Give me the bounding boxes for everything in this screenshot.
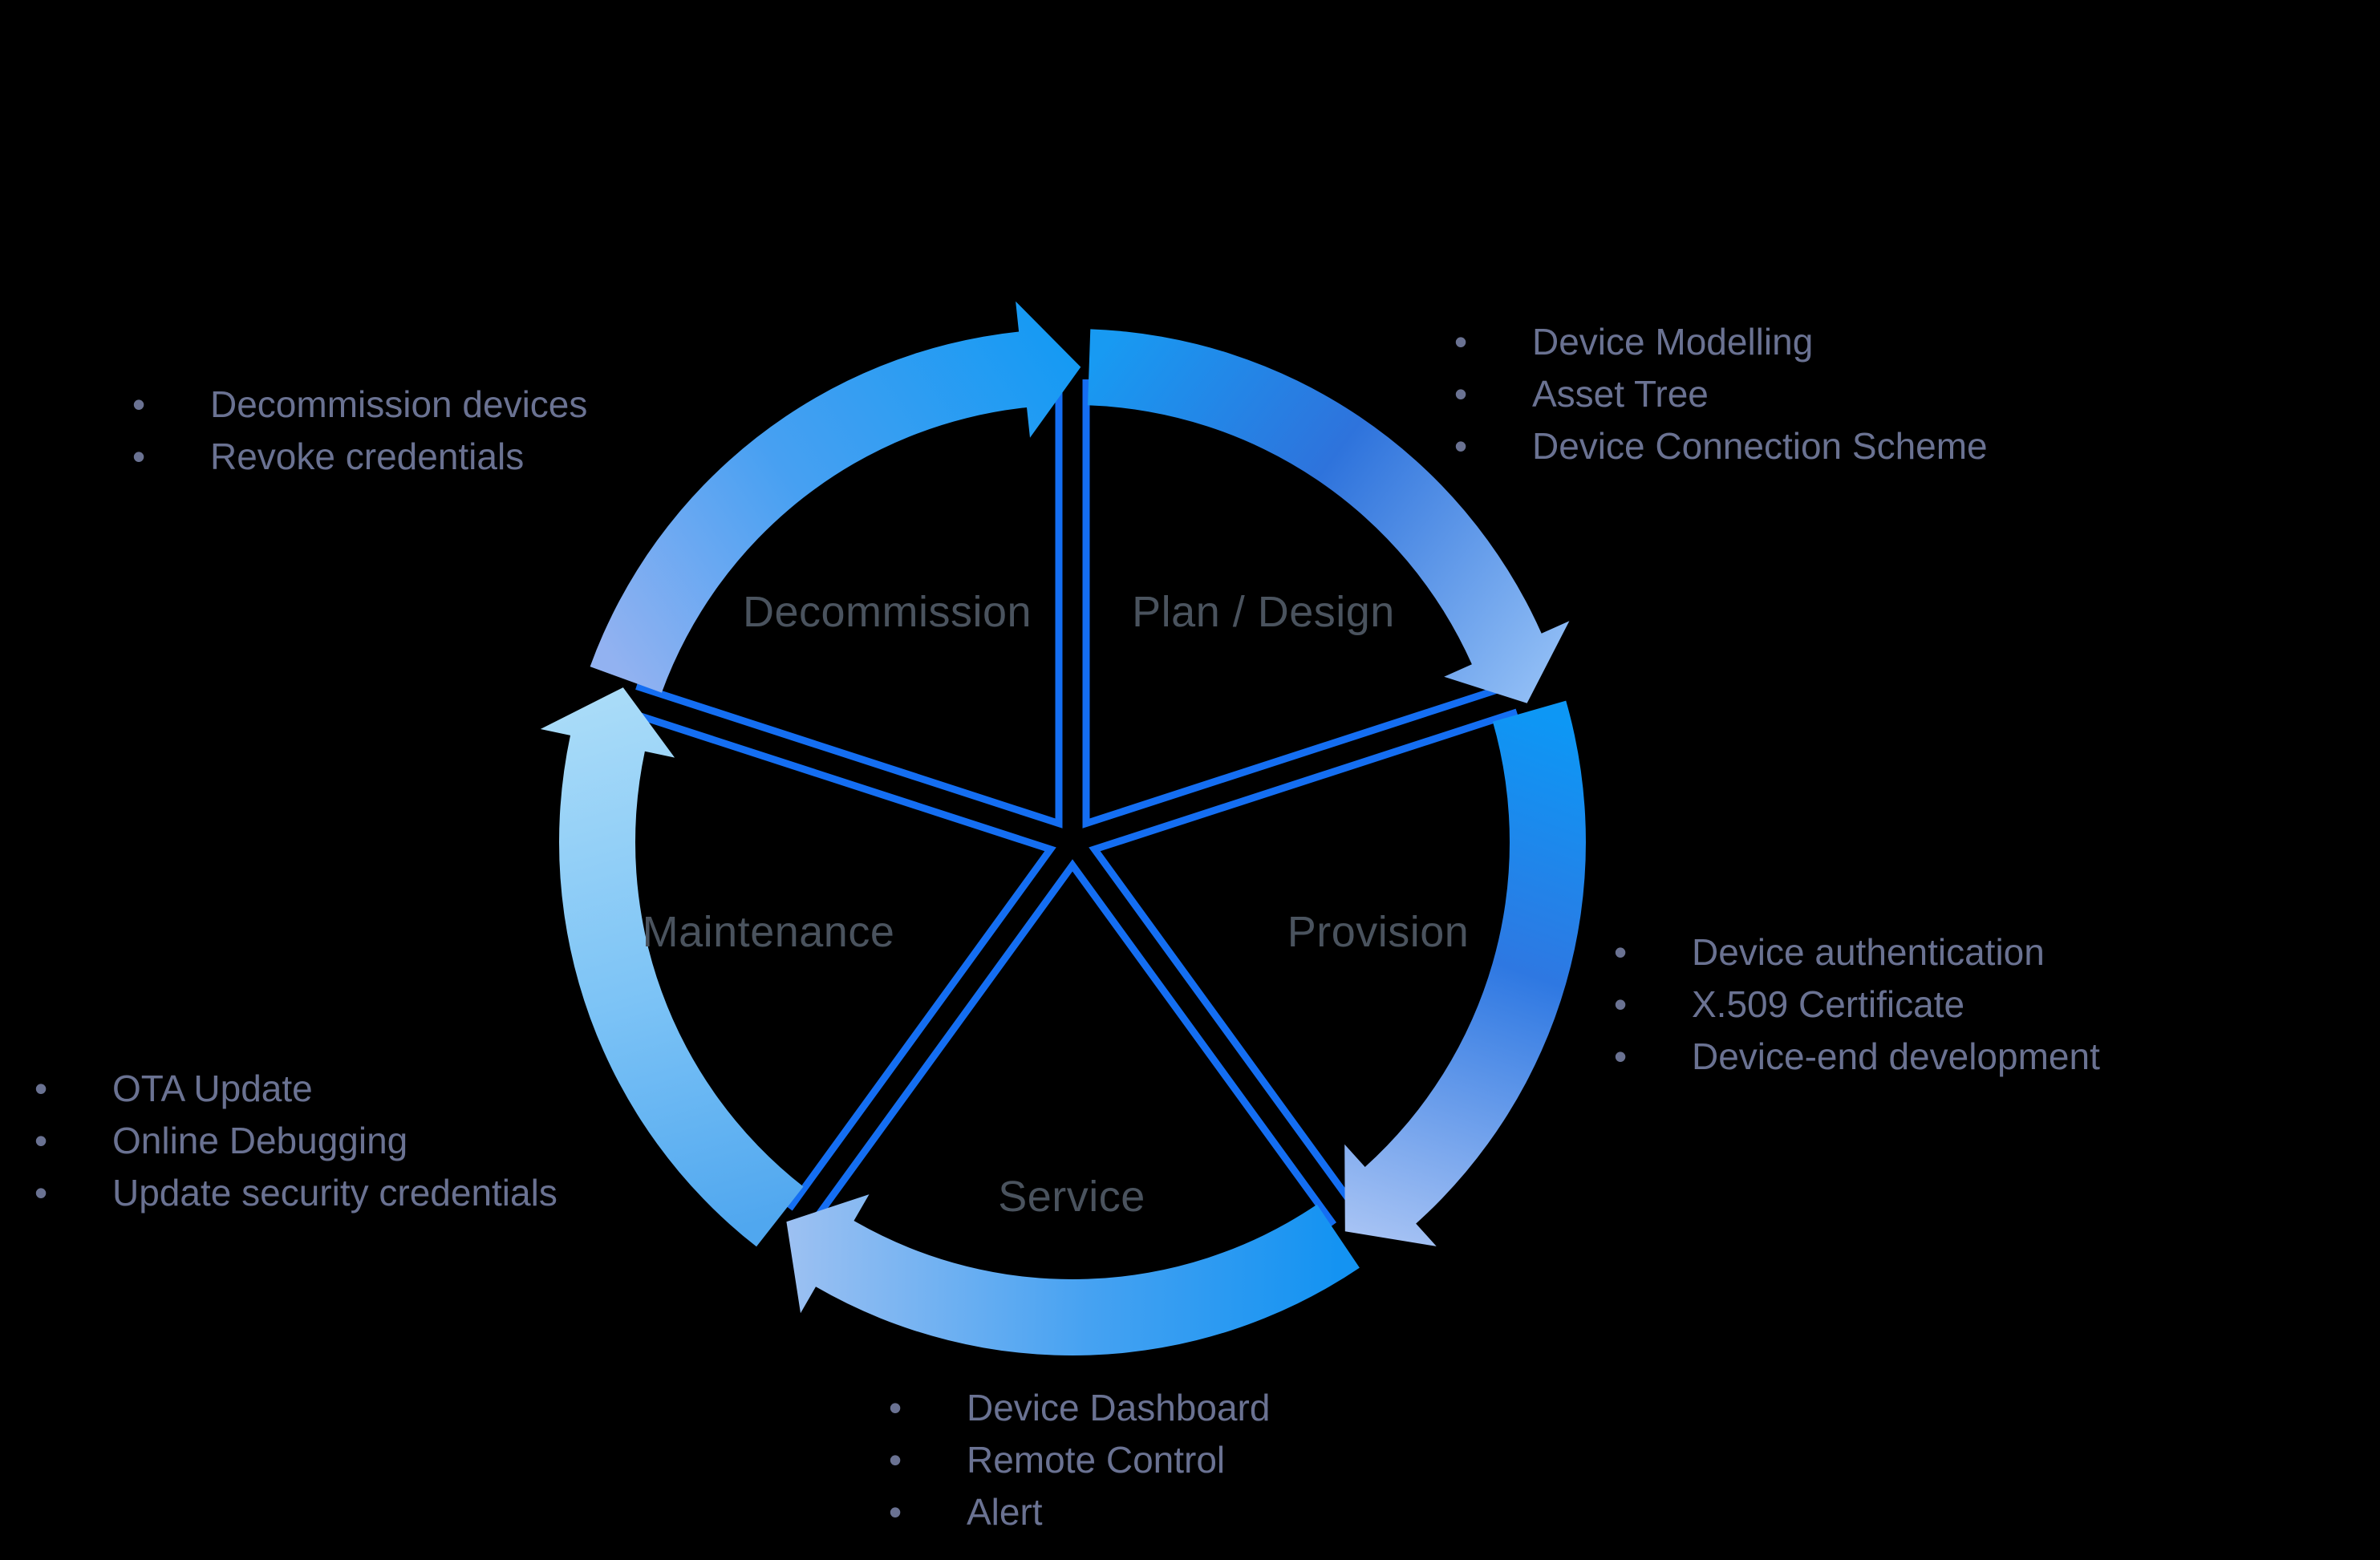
list-item-text: Alert [967,1491,1043,1533]
bullet-list-service: • Device Dashboard • Remote Control • Alert [889,1382,1270,1538]
bullet-icon: • [889,1439,902,1481]
segment-label-decommission: Decommission [742,588,1032,636]
list-item-text: Device Connection Scheme [1532,425,1988,467]
list-item: • Device authentication [1614,926,2100,979]
list-item-text: Device authentication [1692,931,2045,973]
bullet-icon: • [34,1172,48,1214]
list-item-text: OTA Update [112,1068,313,1109]
segment-arrows [540,301,1586,1356]
sector-divider-maintenance [626,708,1056,1211]
sector-divider-decommission [635,379,1063,829]
bullet-icon: • [132,436,146,477]
list-item: • Device Modelling [1454,316,1988,368]
list-item: • Online Debugging [34,1115,557,1167]
bullet-icon: • [34,1120,48,1161]
list-item-text: Online Debugging [112,1120,408,1161]
list-item-text: Revoke credentials [210,436,525,477]
list-item: • Device-end development [1614,1031,2100,1083]
list-item: • Decommission devices [132,379,587,431]
segment-label-provision: Provision [1287,908,1470,956]
bullet-list-maintenance: • OTA Update • Online Debugging • Update se… [34,1063,557,1219]
list-item: • OTA Update [34,1063,557,1115]
list-item: • Device Connection Scheme [1454,420,1988,472]
segment-label-plan-design: Plan / Design [1132,588,1395,636]
sector-divider-provision [1089,708,1518,1211]
sector-dividers [626,379,1518,1227]
bullet-icon: • [132,383,146,425]
bullet-list-decommission: • Decommission devices • Revoke credential… [132,379,587,483]
segment-arrow-service [786,1194,1360,1356]
sector-divider-plan-design [1082,379,1510,829]
list-item-text: Remote Control [967,1439,1226,1481]
list-item-text: Decommission devices [210,383,588,425]
segment-arrow-decommission [590,301,1081,693]
list-item-text: Update security credentials [112,1172,557,1214]
segment-arrow-maintenance [540,687,804,1247]
segment-arrow-plan-design [1088,329,1570,703]
bullet-icon: • [34,1068,48,1109]
list-item: • Device Dashboard [889,1382,1270,1434]
list-item: • Revoke credentials [132,431,587,483]
list-item-text: Asset Tree [1532,373,1709,415]
bullet-icon: • [1454,373,1468,415]
bullet-list-plan-design: • Device Modelling • Asset Tree • Device Co… [1454,316,1988,472]
list-item: • Update security credentials [34,1167,557,1219]
bullet-icon: • [1614,983,1628,1025]
list-item: • X.509 Certificate [1614,979,2100,1031]
list-item: • Remote Control [889,1434,1270,1486]
bullet-icon: • [1454,321,1468,363]
segment-label-service: Service [998,1173,1145,1221]
list-item-text: Device-end development [1692,1035,2100,1077]
list-item: • Asset Tree [1454,368,1988,420]
bullet-icon: • [1614,1035,1628,1077]
bullet-icon: • [889,1387,902,1428]
bullet-icon: • [1454,425,1468,467]
sector-divider-service [808,859,1337,1227]
bullet-list-provision: • Device authentication • X.509 Certificat… [1614,926,2100,1083]
bullet-icon: • [1614,931,1628,973]
list-item-text: Device Modelling [1532,321,1814,363]
segment-label-maintenance: Maintenance [642,908,895,956]
bullet-icon: • [889,1491,902,1533]
list-item: • Alert [889,1486,1270,1538]
list-item-text: Device Dashboard [967,1387,1271,1428]
list-item-text: X.509 Certificate [1692,983,1965,1025]
segment-arrow-provision [1344,700,1586,1246]
